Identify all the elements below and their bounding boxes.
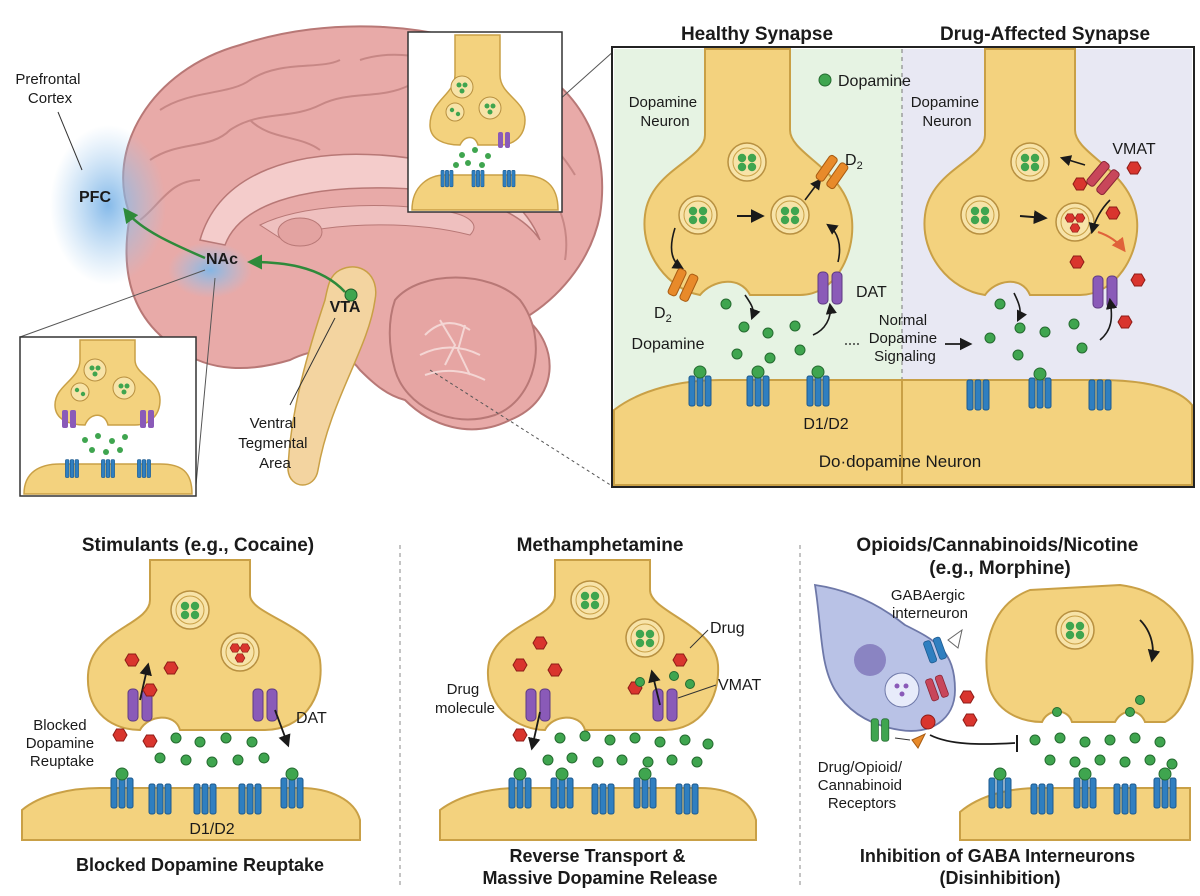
- d2-left-label: D2: [654, 305, 672, 325]
- meth-title: Methamphetamine: [517, 535, 684, 556]
- dopamine-legend-label: Dopamine: [838, 73, 911, 90]
- meth-vmat-pointer: [677, 684, 717, 699]
- pfc-label: PFC: [79, 189, 111, 206]
- synapse-comparison-panel: [611, 46, 1195, 488]
- d2-top-label: D2: [845, 152, 863, 172]
- meth-caption: Reverse Transport & Massive Dopamine Rel…: [482, 846, 717, 888]
- postsynaptic-neuron-label: Do·dopamine Neuron: [819, 452, 982, 471]
- healthy-neuron-label: Dopamine Neuron: [629, 94, 702, 130]
- meth-drug-label: Drug: [710, 620, 745, 637]
- dopamine-legend-dot: [818, 73, 832, 87]
- stimulants-d1d2-label: D1/D2: [189, 821, 234, 838]
- opioids-caption: Inhibition of GABA Interneurons (Disinhi…: [860, 846, 1140, 888]
- stimulants-diagram: [21, 559, 361, 841]
- prefrontal-label: Prefrontal Cortex: [15, 71, 84, 107]
- vta-label: VTA: [330, 299, 361, 316]
- meth-drug-pointer: [689, 629, 709, 649]
- vmat-label: VMAT: [1112, 141, 1155, 158]
- dat-label: DAT: [856, 284, 887, 301]
- vta-pointer: [289, 317, 336, 406]
- meth-vmat-label: VMAT: [718, 677, 761, 694]
- inset-top: [407, 31, 563, 213]
- prefrontal-pointer: [57, 111, 83, 171]
- blocked-reuptake-label: Blocked Dopamine Reuptake: [26, 717, 99, 770]
- stimulants-dat-label: DAT: [296, 710, 327, 727]
- dopamine-label: Dopamine: [632, 336, 705, 353]
- drug-neuron-label: Dopamine Neuron: [911, 94, 984, 130]
- drug-affected-synapse-title: Drug-Affected Synapse: [940, 24, 1150, 45]
- gaba-interneuron-label: GABAergic interneuron: [891, 587, 969, 622]
- opioids-diagram: [813, 583, 1194, 841]
- d1d2-label: D1/D2: [803, 416, 848, 433]
- vta-full-label: Ventral Tegmental Area: [238, 415, 311, 472]
- methamphetamine-diagram: [439, 559, 757, 841]
- inset-left: [19, 336, 197, 497]
- stimulants-title: Stimulants (e.g., Cocaine): [82, 535, 314, 556]
- drug-receptors-label: Drug/Opioid/ Cannabinoid Receptors: [818, 759, 906, 812]
- normal-signaling-label: Normal Dopamine Signaling: [869, 312, 942, 365]
- healthy-synapse-title: Healthy Synapse: [681, 24, 833, 45]
- nac-label: NAc: [206, 251, 238, 268]
- opioids-title: Opioids/Cannabinoids/Nicotine (e.g., Mor…: [856, 535, 1143, 579]
- drug-molecule-label: Drug molecule: [435, 681, 495, 717]
- stimulants-caption: Blocked Dopamine Reuptake: [76, 855, 324, 875]
